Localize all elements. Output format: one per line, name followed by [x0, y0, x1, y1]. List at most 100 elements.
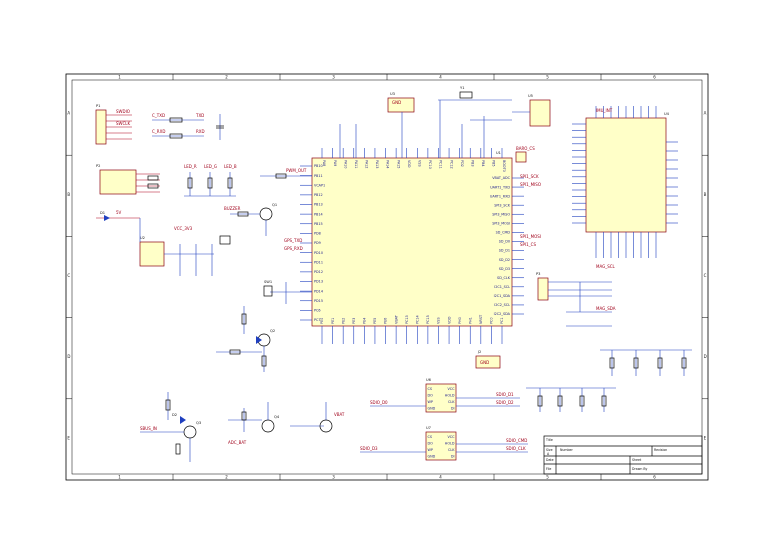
c-txd-label: C_TXD — [152, 113, 165, 118]
mcu-pin-label: BOOT0 — [502, 160, 506, 172]
q1-ref: Q1 — [272, 203, 277, 207]
number-label: Number — [560, 448, 573, 452]
mcu-pin-label: VBAT — [394, 314, 398, 324]
mcu-pin-label: PC13 — [405, 315, 409, 324]
swd-connector[interactable]: P1 SWDIO SWCLK — [95, 104, 132, 145]
c-rxd-label: C_RXD — [152, 129, 165, 134]
frame-row-letter: E — [67, 435, 70, 440]
swd-swdio-label: SWDIO — [116, 109, 130, 114]
mcu-pin-label: PE2 — [341, 318, 345, 324]
sdio-cmd-label: SDIO_CMD — [506, 438, 527, 443]
mcu-pin-label: PD8 — [314, 232, 321, 236]
pullup-row-top — [600, 349, 692, 376]
sdio-clk-label: SDIO_CLK — [506, 446, 526, 451]
regulator-ref: U2 — [140, 236, 145, 240]
5v-label: 5V — [116, 210, 122, 215]
gps-txd-label: GPS_TXD — [284, 238, 302, 243]
baro-u5[interactable]: U5 BARO_CS — [512, 94, 551, 163]
title-block: Title Size A Number Revision Date Sheet … — [543, 435, 703, 475]
date-label: Date — [546, 458, 554, 462]
mcu-ref: U1 — [496, 151, 501, 155]
adc-bat-label: ADC_BAT — [228, 440, 247, 445]
file-label: File — [546, 467, 551, 471]
mcu-pin-label: PB11 — [314, 174, 323, 178]
mcu-pin-label: VDD — [407, 160, 411, 168]
mcu-u1[interactable]: U1 PB10PB11VCAP1PB12PB13PB14PB15PD8PD9PD… — [300, 148, 524, 344]
frame-col-number: 2 — [225, 474, 228, 479]
imu-right-pins — [666, 141, 678, 224]
uart-connector[interactable]: P2 — [96, 164, 160, 195]
baro-ref: U5 — [528, 94, 533, 98]
crystal-y1: Y1 — [438, 86, 512, 158]
led-r-label: LED_R — [184, 164, 197, 169]
imu-u4[interactable]: U4 IMU_INT — [572, 106, 678, 258]
eep2-ref: U7 — [426, 426, 431, 430]
frame-row-letter: B — [704, 192, 707, 197]
frame-col-number: 5 — [546, 474, 549, 479]
mcu-pin-label: SPI3_MISO — [492, 212, 510, 216]
mcu-pin-label: PE0 — [320, 318, 324, 324]
frame-col-number: 1 — [118, 75, 121, 80]
mcu-pin-label: PA14 — [386, 160, 390, 168]
mcu-pin-label: I2C2_SDA — [494, 312, 511, 316]
mcu-pin-label: I2C2_SCL — [494, 303, 510, 307]
mcu-pin-label: SD_D0 — [499, 240, 510, 244]
mcu-pin-label: PC10 — [428, 160, 432, 169]
left-net-labels: GPS_TXD GPS_RXD — [284, 238, 303, 251]
mcu-pin-label: PC12 — [449, 160, 453, 169]
sbus-in-label: SBUS_IN — [140, 426, 157, 431]
mcu-left-pins: PB10PB11VCAP1PB12PB13PB14PB15PD8PD9PD10P… — [300, 164, 325, 322]
imu-ref: U4 — [664, 112, 670, 116]
led-g-label: LED_G — [204, 164, 217, 169]
chip-pin-label: CLK — [448, 448, 455, 452]
gnd-label-top: GND — [392, 100, 401, 105]
sdio-d3-label: SDIO_D3 — [360, 446, 378, 451]
sdio-d1-label: SDIO_D1 — [496, 392, 514, 397]
chip-pin-label: CLK — [448, 400, 455, 404]
mcu-pin-label: SD_CLK — [497, 276, 511, 280]
mcu-pin-label: PH1 — [468, 317, 472, 324]
mcu-pin-label: PE1 — [331, 318, 335, 324]
mcu-pin-label: PA15 — [396, 160, 400, 168]
frame-row-letter: C — [67, 273, 70, 278]
mcu-pin-label: SD_D2 — [499, 258, 510, 262]
chip-pin-label: WP — [428, 448, 433, 452]
mcu-pin-label: SD_D3 — [499, 267, 510, 271]
chip-pin-label: VCC — [447, 387, 455, 391]
mcu-pin-label: PA13 — [375, 160, 379, 168]
mcu-pin-label: PD13 — [314, 280, 323, 284]
spi1-miso-label: SPI1_MISO — [520, 182, 541, 187]
mcu-pin-label: PC11 — [439, 160, 443, 169]
mcu-pin-label: PB14 — [314, 212, 323, 216]
chip-pin-label: WP — [428, 400, 433, 404]
sdio-d2-label: SDIO_D2 — [496, 400, 514, 405]
mcu-pin-label: NRST — [479, 314, 483, 324]
chip-pin-label: CS — [428, 387, 433, 391]
spi1-sck-label: SPI1_SCK — [520, 174, 539, 179]
frame-col-number: 6 — [653, 75, 656, 80]
mcu-pin-label: UART1_RXD — [490, 194, 511, 198]
chip-pin-label: DO — [428, 394, 434, 398]
mcu-pin-label: SPI3_SCK — [494, 203, 511, 207]
mcu-pin-label: PC6 — [314, 309, 321, 313]
gps-connector[interactable]: P3 MAG_SCL MAG_SDA — [536, 264, 616, 327]
imu-int-label: IMU_INT — [596, 108, 613, 113]
usb-j2[interactable]: J2 — [475, 350, 501, 369]
frame-row-letter: A — [67, 111, 70, 116]
mcu-pin-label: PD12 — [314, 270, 323, 274]
flash-u3[interactable]: U3 — [339, 92, 415, 158]
imu-left-pins — [572, 123, 586, 224]
q3-ref: Q3 — [196, 421, 201, 425]
regulator-u2[interactable]: U2 D1 5V VCC_3V3 — [96, 210, 231, 276]
mcu-pin-label: I2C1_SCL — [494, 285, 510, 289]
uart-resistors: C_TXD C_RXD TXD RXD — [152, 113, 224, 140]
chip-pin-label: HOLD — [445, 442, 455, 446]
swd-swclk-label: SWCLK — [116, 121, 131, 126]
mcu-pin-label: PE4 — [363, 318, 367, 324]
mcu-pin-label: PC1 — [500, 317, 504, 324]
